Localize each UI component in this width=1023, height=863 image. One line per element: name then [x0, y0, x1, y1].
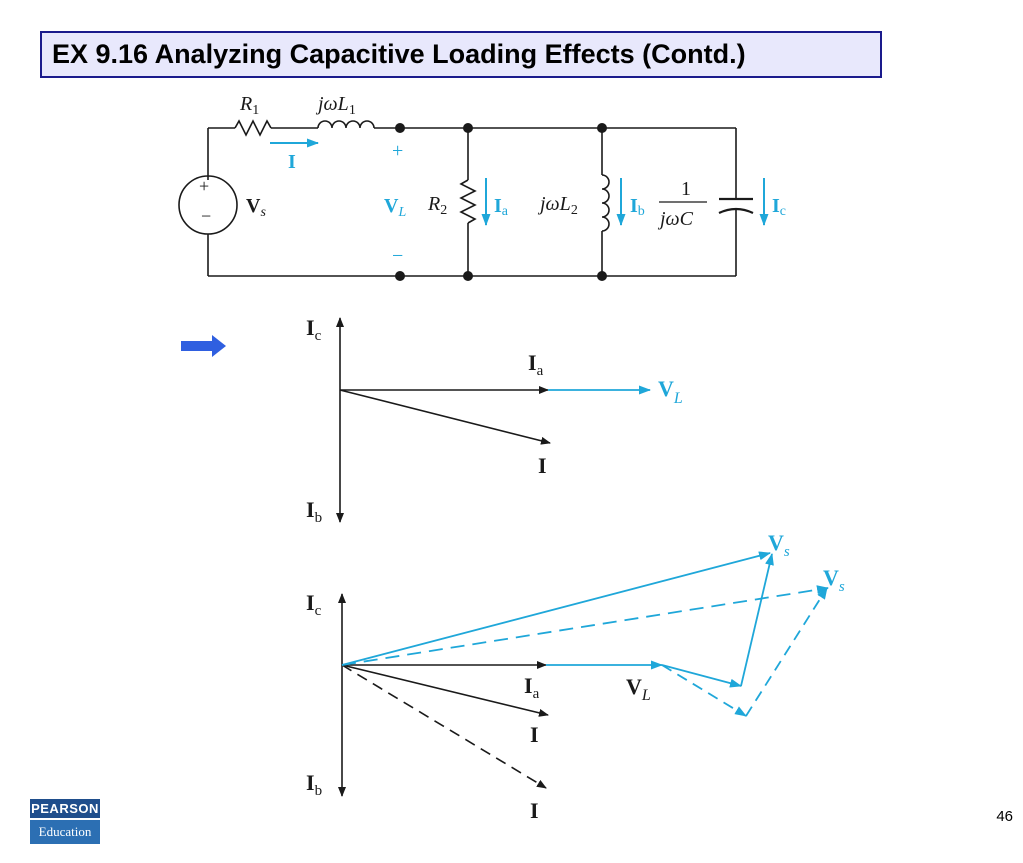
node-top-l2: [597, 123, 607, 133]
label-jwl2: jωL2: [537, 193, 578, 218]
inductor-l1: [317, 120, 375, 129]
p1-label-ia: Ia: [528, 350, 544, 379]
label-ia-circuit: Ia: [494, 195, 509, 219]
p2-phasor-l1-drop-solid: [740, 553, 774, 687]
circuit-diagram: [178, 119, 754, 281]
p2-label-ic: Ic: [306, 590, 322, 619]
inductor-l2: [601, 174, 610, 232]
p2-phasor-i-solid: [341, 664, 549, 717]
node-top-r2: [463, 123, 473, 133]
p1-label-i: I: [538, 453, 547, 478]
p1-label-ic: Ic: [306, 315, 322, 344]
label-plus-vl: +: [392, 140, 403, 162]
label-ib-circuit: Ib: [630, 195, 645, 219]
phasor-diagram-1: Ic Ib Ia I VL: [306, 315, 683, 526]
page-number: 46: [996, 808, 1013, 825]
logo-line-2: Education: [30, 820, 100, 844]
label-r1: R1: [239, 93, 259, 118]
p2-phasor-i-dashed: [341, 664, 547, 789]
resistor-r1: [234, 119, 272, 137]
p2-label-vs-dashed: Vs: [823, 565, 845, 595]
pearson-education-logo: PEARSON Education: [30, 799, 100, 844]
label-frac-num: 1: [681, 178, 691, 200]
p2-label-i-solid: I: [530, 722, 539, 747]
slide-title-box: EX 9.16 Analyzing Capacitive Loading Eff…: [40, 31, 882, 78]
node-bottom-r2: [463, 271, 473, 281]
node-bottom-l2: [597, 271, 607, 281]
label-frac-den: jωC: [657, 208, 694, 230]
label-minus-vl: −: [392, 245, 403, 267]
label-i-circuit: I: [288, 151, 296, 173]
label-r2: R2: [427, 193, 447, 218]
p2-phasor-l1-drop-dashed: [745, 587, 828, 717]
p1-label-vl: VL: [658, 376, 683, 407]
p1-phasor-i: [339, 389, 551, 445]
label-jwl1: jωL1: [315, 93, 356, 118]
phasor-diagram-2: Ic Ib Ia I I VL Vs Vs: [306, 530, 845, 823]
p2-phasor-r1-drop-solid: [661, 664, 742, 688]
p1-label-ib: Ib: [306, 497, 322, 526]
circuit-current-arrows: [270, 138, 769, 226]
label-source-minus: −: [201, 206, 211, 226]
node-top-vl: [395, 123, 405, 133]
p2-label-i-dashed: I: [530, 798, 539, 823]
p2-phasor-vs-solid: [341, 551, 771, 666]
p2-label-vl: VL: [626, 674, 651, 704]
p2-phasor-vs-dashed: [341, 585, 829, 666]
label-source-plus: +: [199, 176, 209, 196]
node-bottom-vl: [395, 271, 405, 281]
p2-label-ib: Ib: [306, 770, 322, 799]
logo-line-1: PEARSON: [30, 799, 100, 818]
slide-pointer-arrow-icon: [181, 335, 226, 357]
p2-label-vs-solid: Vs: [768, 530, 790, 560]
slide-title: EX 9.16 Analyzing Capacitive Loading Eff…: [52, 39, 746, 69]
p2-label-ia: Ia: [524, 673, 540, 702]
label-vs: Vs: [246, 195, 266, 220]
label-vl-circuit: VL: [384, 195, 406, 220]
p2-phasor-r1-drop-dashed: [661, 664, 747, 717]
label-ic-circuit: Ic: [772, 195, 786, 219]
resistor-r2: [459, 179, 477, 224]
